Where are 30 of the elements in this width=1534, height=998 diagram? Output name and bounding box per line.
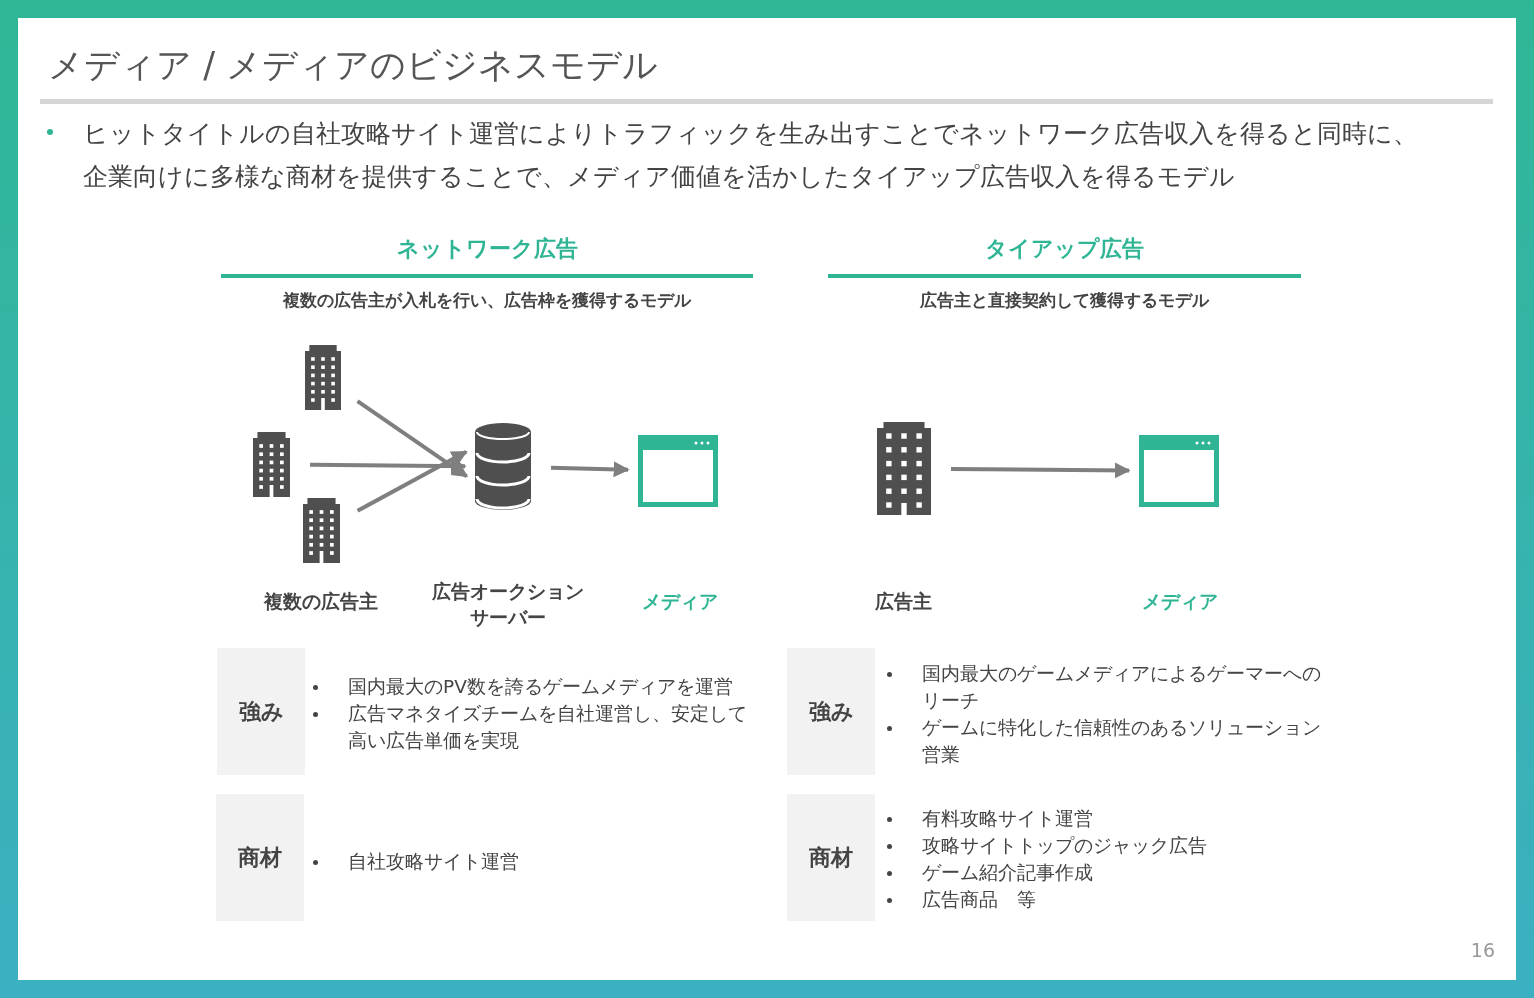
list-item: 国内最大のゲームメディアによるゲーマーへのリーチ — [922, 662, 1322, 713]
icon-caption: 広告主 — [873, 589, 933, 614]
list-item: 広告商品 等 — [922, 888, 1037, 912]
section-heading: ネットワーク広告 — [395, 236, 579, 263]
list-item: 有料攻略サイト運営 — [922, 807, 1094, 831]
section-heading: タイアップ広告 — [984, 236, 1145, 263]
icon-caption: メディア — [641, 589, 719, 614]
list-item: 国内最大のPV数を誇るゲームメディアを運営 — [348, 675, 734, 699]
list-item: ゲーム紹介記事作成 — [922, 861, 1094, 885]
row-header: 商材 — [787, 794, 875, 921]
arrow — [309, 458, 467, 475]
icon-caption: 広告オークションサーバー — [431, 579, 585, 630]
arrow — [951, 462, 1131, 479]
slide-title: メディア / メディアのビジネスモデル — [48, 44, 659, 86]
icon-caption: メディア — [1141, 589, 1219, 614]
list-item: ゲームに特化した信頼性のあるソリューション営業 — [922, 716, 1322, 767]
row-header: 強み — [217, 648, 305, 775]
section-subheading: 複数の広告主が入札を行い、広告枠を獲得するモデル — [281, 290, 693, 311]
page-number: 16 — [1469, 939, 1495, 962]
list-item: 攻略サイトトップのジャック広告 — [922, 834, 1208, 858]
intro-text: ヒットタイトルの自社攻略サイト運営によりトラフィックを生み出すことでネットワーク広告収入を得ると同時に、企業向けに多様な商材を提供することで、メディア価値を活かしたタイアップ広告収入を得るモデル — [83, 118, 1419, 193]
section-subheading: 広告主と直接契約して獲得するモデル — [919, 290, 1211, 311]
row-header: 強み — [787, 648, 875, 775]
list-item: 広告マネタイズチームを自社運営し、安定して高い広告単価を実現 — [348, 702, 748, 753]
arrow — [356, 449, 468, 513]
row-header: 商材 — [216, 794, 304, 921]
arrow — [550, 461, 630, 478]
list-item: 自社攻略サイト運営 — [348, 850, 520, 874]
arrow — [356, 399, 469, 479]
icon-caption: 複数の広告主 — [262, 589, 379, 614]
